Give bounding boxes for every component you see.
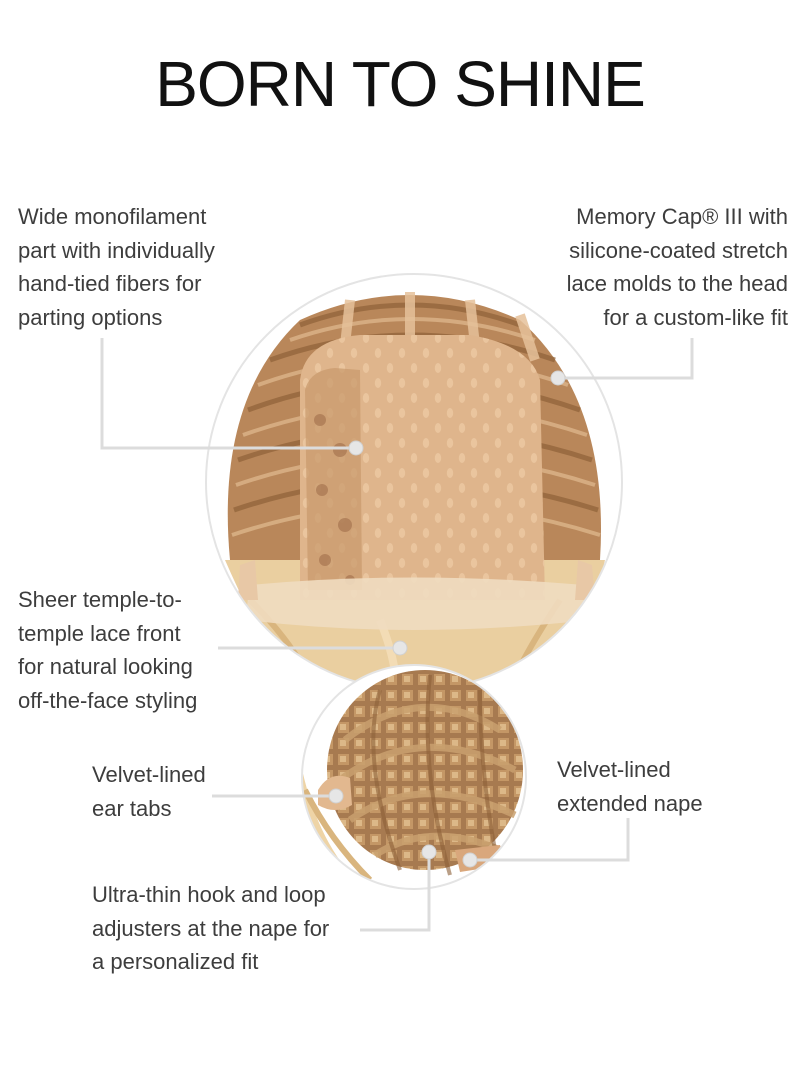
marker-dot-monofilament: [348, 440, 364, 456]
callout-line: Ultra-thin hook and loop: [92, 882, 326, 907]
front-cap-photo: [206, 274, 622, 690]
callout-line: extended nape: [557, 790, 703, 816]
callout-line: a personalized fit: [92, 949, 259, 974]
leader-line-monofilament: [100, 338, 356, 450]
callout-line: parting options: [18, 304, 163, 330]
callout-line: hand-tied fibers for: [18, 271, 202, 296]
callout-monofilament: Wide monofilament part with individually…: [18, 200, 278, 334]
callout-line: adjusters at the nape for: [92, 915, 330, 941]
callout-line: Velvet-lined: [557, 757, 671, 782]
callout-memory-cap: Memory Cap® III with silicone-coated str…: [520, 200, 788, 334]
callout-line: lace molds to the head: [566, 271, 788, 296]
marker-dot-adjusters: [421, 844, 437, 860]
callout-line: temple lace front: [18, 620, 181, 646]
marker-dot-lace-front: [392, 640, 408, 656]
page-title: BORN TO SHINE: [155, 48, 646, 120]
callout-line: ear tabs: [92, 795, 172, 821]
callout-line: Memory Cap® III with: [576, 204, 788, 229]
callout-line: Velvet-lined: [92, 762, 206, 787]
callout-line: off-the-face styling: [18, 687, 198, 713]
leader-line-memory-cap: [558, 338, 694, 380]
callout-adjusters: Ultra-thin hook and loop adjusters at th…: [92, 878, 382, 979]
callout-extended-nape: Velvet-lined extended nape: [557, 753, 757, 820]
back-cap-circle-border: [301, 664, 527, 890]
callout-line: part with individually: [18, 237, 215, 263]
callout-line: Wide monofilament: [18, 204, 207, 229]
callout-line: for natural looking: [18, 654, 193, 679]
leader-line-adjusters: [360, 852, 431, 932]
callout-lace-front: Sheer temple-to- temple lace front for n…: [18, 583, 258, 717]
marker-dot-memory-cap: [550, 370, 566, 386]
marker-dot-ear-tabs: [328, 788, 344, 804]
callout-line: silicone-coated stretch: [569, 237, 788, 263]
callout-line: Sheer temple-to-: [18, 587, 182, 612]
marker-dot-extended-nape: [462, 852, 478, 868]
back-cap-photo: [302, 670, 523, 889]
leader-line-extended-nape: [470, 818, 630, 862]
callout-ear-tabs: Velvet-lined ear tabs: [92, 758, 252, 825]
callout-line: for a custom-like fit: [603, 304, 788, 330]
